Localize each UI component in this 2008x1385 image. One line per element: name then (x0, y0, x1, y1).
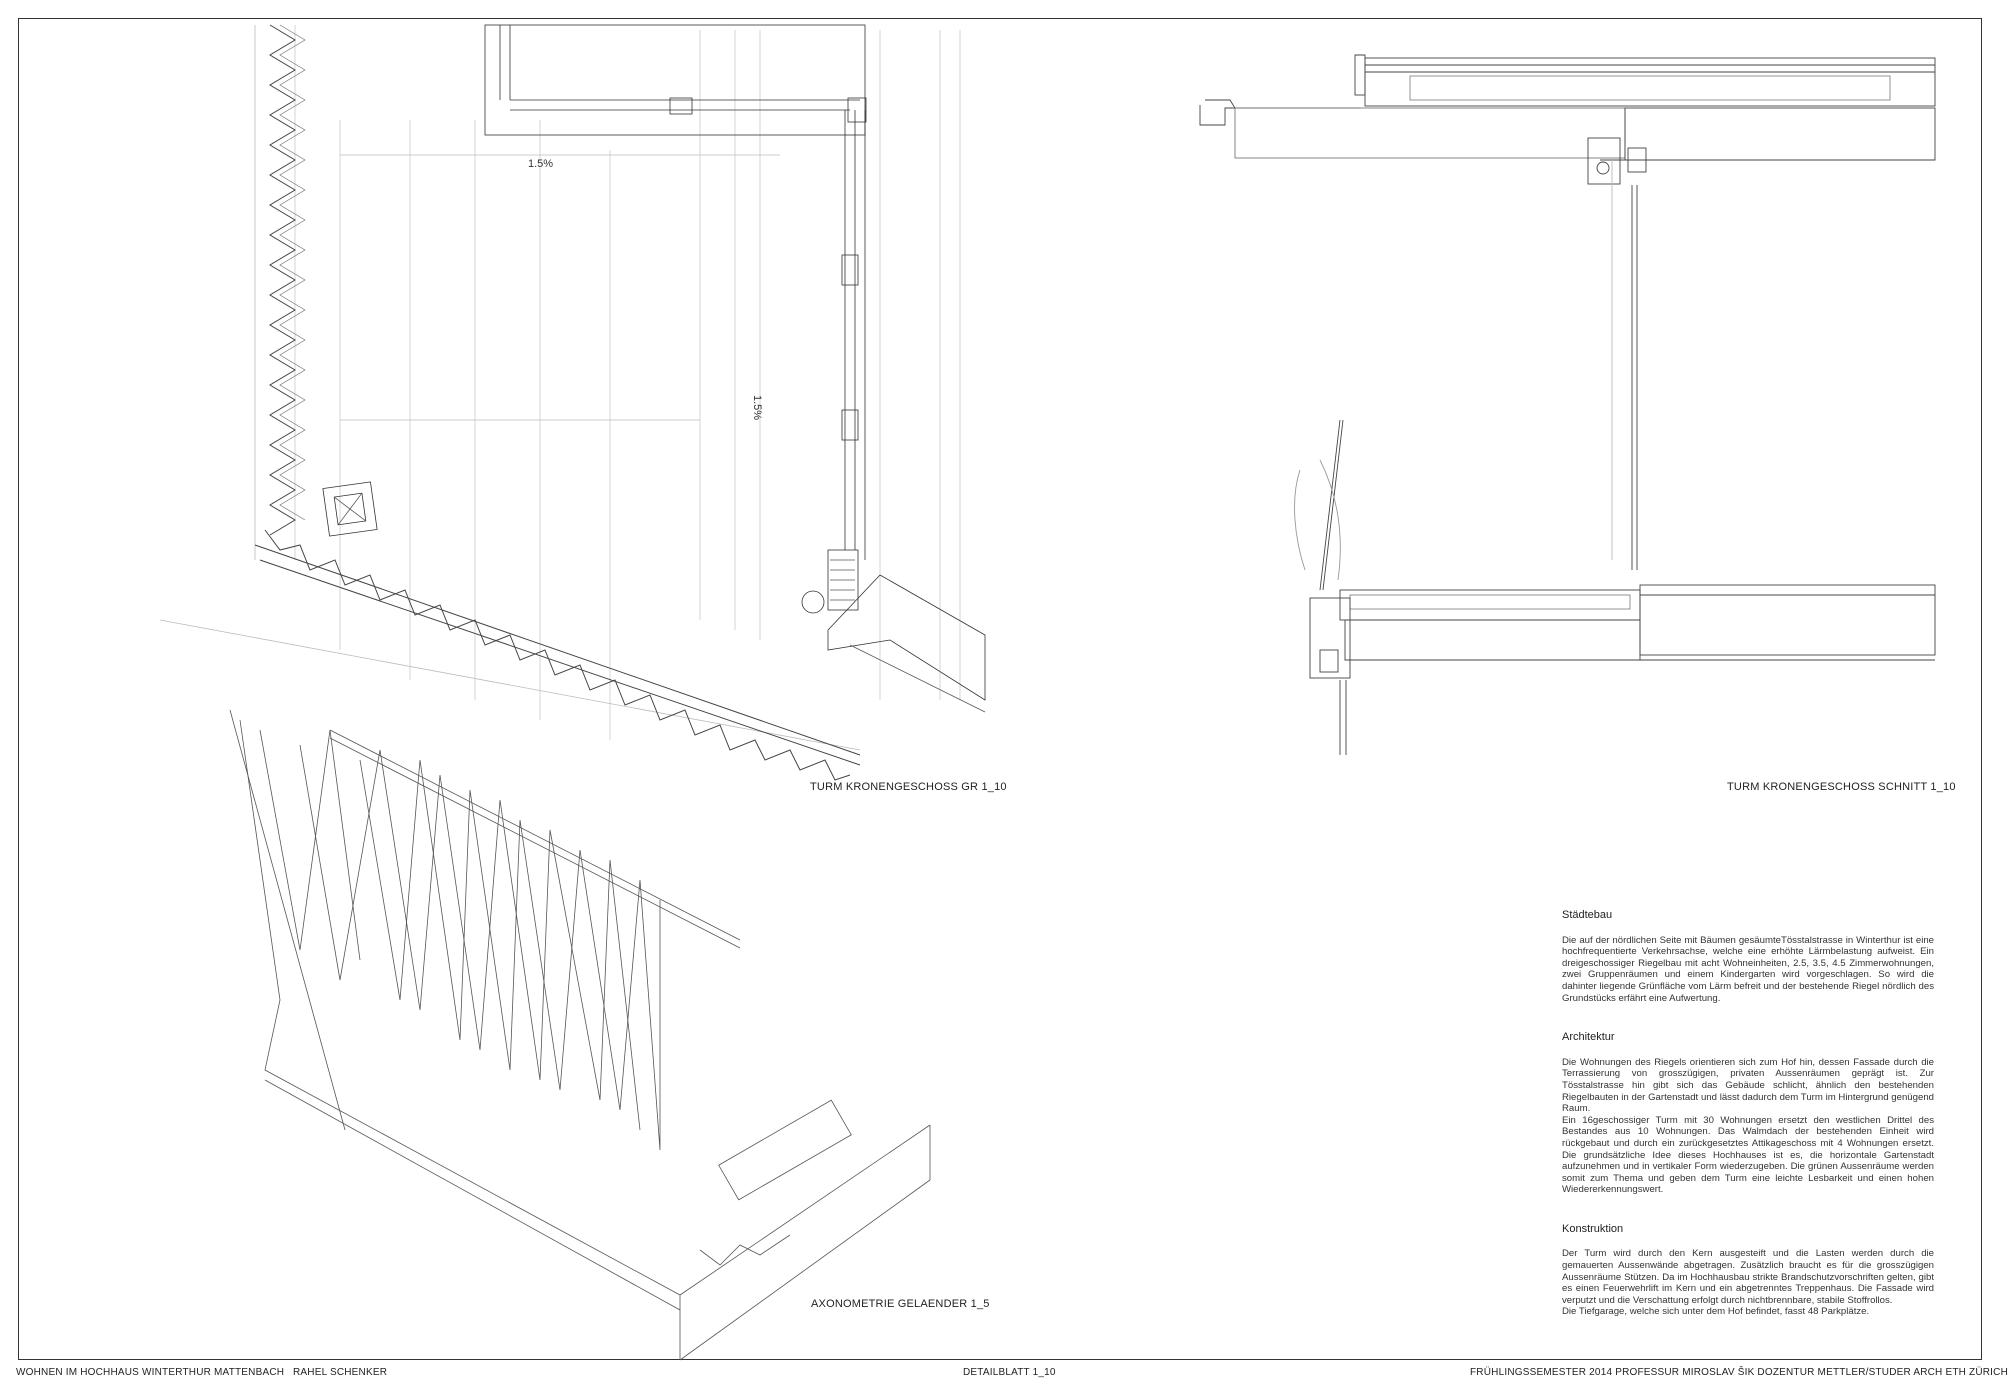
section-body-konstruktion: Der Turm wird durch den Kern ausgesteift… (1562, 1248, 1934, 1318)
section-heading-konstruktion: Konstruktion (1562, 1222, 1624, 1235)
section-heading-architektur: Architektur (1562, 1031, 1615, 1044)
footer-project-title: WOHNEN IM HOCHHAUS WINTERTHUR MATTENBACH (16, 1367, 285, 1378)
section-body-staedtebau: Die auf der nördlichen Seite mit Bäumen … (1562, 934, 1934, 1004)
footer-author: RAHEL SCHENKER (293, 1367, 388, 1378)
slope-label-vertical: 1.5% (751, 395, 763, 421)
footer-sheet-label: DETAILBLATT 1_10 (963, 1367, 1056, 1378)
footer-course-info: FRÜHLINGSSEMESTER 2014 PROFESSUR MIROSLA… (1470, 1367, 2008, 1378)
plan-caption: TURM KRONENGESCHOSS GR 1_10 (810, 781, 1007, 793)
slope-label-horizontal: 1.5% (528, 158, 554, 170)
drawing-sheet-frame (18, 18, 1982, 1360)
section-drawing (1199, 54, 1936, 755)
axo-caption: AXONOMETRIE GELAENDER 1_5 (811, 1298, 990, 1310)
section-caption: TURM KRONENGESCHOSS SCHNITT 1_10 (1727, 781, 1956, 793)
section-body-architektur: Die Wohnungen des Riegels orientieren si… (1562, 1056, 1934, 1196)
section-heading-staedtebau: Städtebau (1562, 909, 1613, 921)
axonometric-drawing (229, 709, 931, 1361)
project-description: Städtebau Die auf der nördlichen Seite m… (1562, 909, 1934, 1346)
